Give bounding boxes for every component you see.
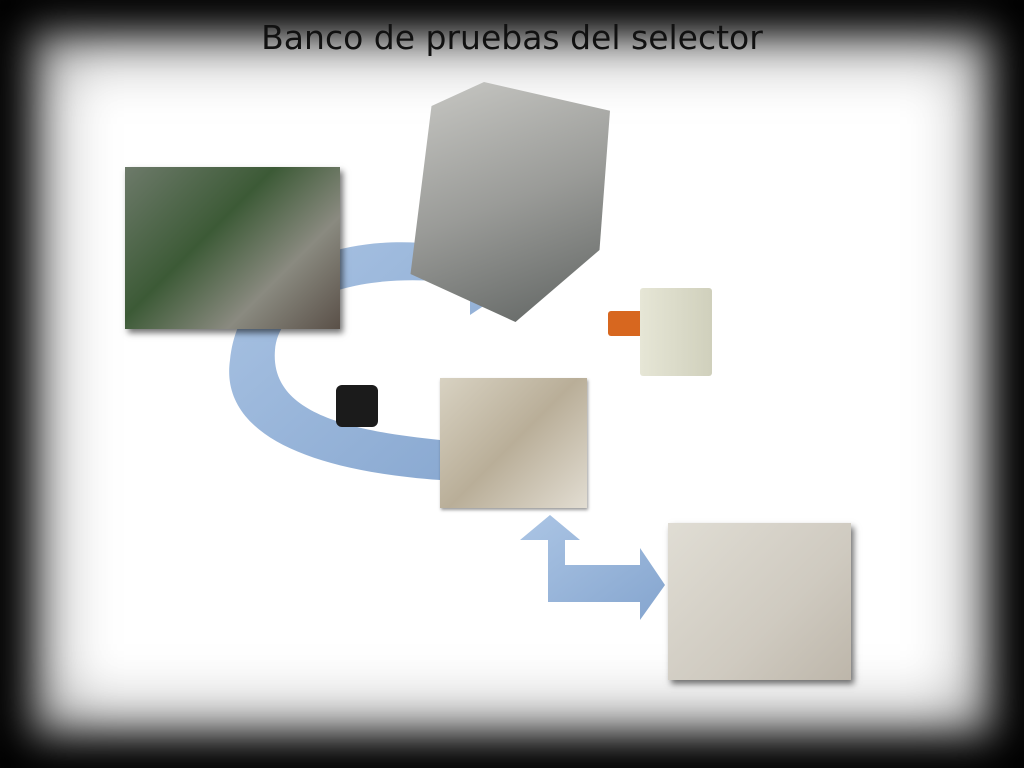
test-board-photo <box>440 378 587 508</box>
selector-internal-photo <box>125 167 340 329</box>
power-supply-photo <box>640 288 712 376</box>
slide-title: Banco de pruebas del selector <box>261 18 763 57</box>
bidirectional-arrow <box>520 515 665 620</box>
cable-connector-photo <box>336 385 378 427</box>
interface-card-photo <box>668 523 851 680</box>
power-cable-connector <box>608 311 643 336</box>
